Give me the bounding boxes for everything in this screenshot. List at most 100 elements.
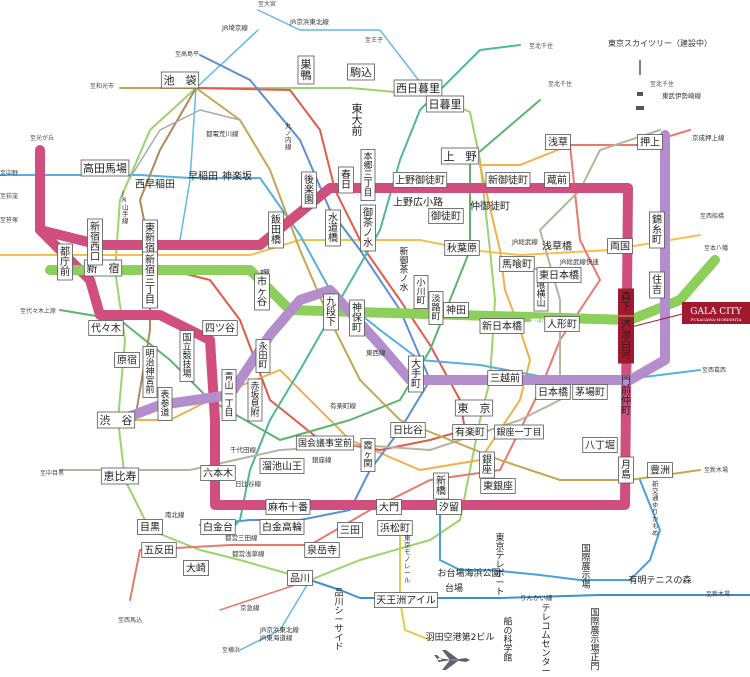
station-tokyo[interactable]: 東 京 — [454, 399, 494, 417]
station-kokusaitenjijoseimon[interactable]: 国際展示場正門 — [590, 608, 599, 673]
station-ebisu[interactable]: 恵比寿 — [100, 467, 140, 485]
station-shinagawaseaside[interactable]: 品川シーサイド — [334, 588, 343, 653]
station-kayabacho[interactable]: 茅場町 — [572, 384, 608, 400]
station-shiodome[interactable]: 汐留 — [436, 499, 462, 515]
station-awajicho[interactable]: 淡路町 — [428, 291, 444, 325]
station-ikebukuro[interactable]: 池 袋 — [160, 71, 200, 89]
station-uenookachimachi[interactable]: 上野御徒町 — [392, 172, 448, 188]
station-morishita[interactable]: 森下 — [618, 288, 634, 316]
station-ueno[interactable]: 上 野 — [440, 147, 480, 165]
station-kasumigaseki[interactable]: 霞ヶ関 — [360, 438, 376, 472]
station-otemachi[interactable]: 大手町 — [408, 355, 424, 393]
station-shinjukunishiguchi[interactable]: 新宿西口 — [87, 218, 103, 266]
station-ochanomizu[interactable]: 御茶ノ水 — [360, 204, 376, 252]
station-nishiwaseda[interactable]: 西早稲田 — [135, 179, 175, 191]
station-suidobashi[interactable]: 水道橋 — [325, 209, 341, 247]
station-ningyocho[interactable]: 人形町 — [544, 316, 580, 332]
station-shinjukusanchome[interactable]: 新宿三丁目 — [142, 251, 158, 309]
station-nihombashi[interactable]: 日本橋 — [535, 384, 571, 400]
station-higashiginza[interactable]: 東銀座 — [480, 478, 516, 494]
station-monzennakacho[interactable]: 門前仲町 — [621, 375, 631, 417]
station-toyosu[interactable]: 豊洲 — [647, 462, 673, 478]
station-tameikesanno[interactable]: 溜池山王 — [259, 458, 305, 474]
station-hamamatsucho[interactable]: 浜松町 — [377, 520, 413, 536]
station-ginza[interactable]: 銀座 — [479, 451, 495, 479]
station-telecomcenter[interactable]: テレコムセンター — [541, 603, 550, 677]
station-funenokagakukan[interactable]: 船の科学館 — [503, 616, 512, 664]
station-shinagawa[interactable]: 品川 — [287, 570, 313, 586]
station-shinokachimachi[interactable]: 新御徒町 — [485, 172, 531, 188]
station-sumiyoshi[interactable]: 住吉 — [649, 271, 665, 299]
station-waseda[interactable]: 早稲田 — [188, 171, 218, 183]
station-kudanshita[interactable]: 九段下 — [323, 293, 339, 331]
station-okachimachi[interactable]: 御徒町 — [428, 208, 464, 224]
station-kasuga[interactable]: 春日 — [338, 166, 354, 194]
station-tennozuisle[interactable]: 天王洲アイル — [374, 592, 438, 608]
station-tsukishima[interactable]: 月島 — [618, 456, 634, 484]
station-kuramae[interactable]: 蔵前 — [544, 172, 570, 188]
station-nishinippori[interactable]: 西日暮里 — [393, 79, 443, 97]
station-jimbocho[interactable]: 神保町 — [349, 299, 365, 337]
station-roppongi[interactable]: 六本木 — [200, 465, 236, 481]
station-hongosanchome[interactable]: 本郷三丁目 — [360, 149, 376, 201]
station-shinnihombashi[interactable]: 新日本橋 — [479, 318, 525, 334]
station-osaki[interactable]: 大崎 — [183, 560, 209, 576]
station-yurakucho[interactable]: 有楽町 — [452, 424, 488, 440]
station-daimon[interactable]: 大門 — [376, 499, 402, 515]
station-kagurazaka[interactable]: 神楽坂 — [222, 170, 252, 183]
station-hibiya[interactable]: 日比谷 — [390, 422, 426, 438]
station-oshiage[interactable]: 押上 — [637, 134, 663, 150]
station-daiba[interactable]: 台場 — [445, 582, 463, 594]
station-meguro[interactable]: 目黒 — [137, 519, 163, 535]
station-ichigaya[interactable]: 市ヶ谷 — [254, 273, 270, 311]
station-sugamo[interactable]: 巣鴨 — [297, 55, 315, 85]
station-shimbashi[interactable]: 新橋 — [433, 472, 449, 500]
station-sengakuji[interactable]: 泉岳寺 — [304, 542, 340, 558]
station-nagatacho[interactable]: 永田町 — [255, 339, 271, 373]
station-korakuen[interactable]: 後楽園 — [301, 171, 317, 209]
station-harajuku[interactable]: 原宿 — [114, 352, 140, 368]
station-iidabashi[interactable]: 飯田橋 — [268, 211, 284, 249]
gala-city-callout[interactable]: GALA CITY FUKAGAWA-MORISHITA — [624, 302, 750, 331]
station-azabujuban[interactable]: 麻布十番 — [265, 499, 311, 515]
station-nippori[interactable]: 日暮里 — [425, 95, 465, 113]
station-kinshicho[interactable]: 錦糸町 — [649, 211, 665, 249]
station-kokusaitenjijo[interactable]: 国際展示場 — [581, 544, 590, 591]
station-shirokanedai[interactable]: 白金台 — [200, 519, 236, 535]
station-mita[interactable]: 三田 — [337, 522, 363, 538]
station-yoyogi[interactable]: 代々木 — [88, 320, 124, 336]
station-kanda[interactable]: 神田 — [443, 302, 469, 318]
station-ginzaitchome[interactable]: 銀座一丁目 — [494, 424, 544, 440]
station-nakaokachimachi[interactable]: 仲御徒町 — [470, 200, 510, 213]
station-komagome[interactable]: 駒込 — [347, 63, 375, 81]
station-kokuritsukyogijo[interactable]: 国立競技場 — [179, 330, 195, 382]
station-tochomae[interactable]: 都庁前 — [57, 243, 73, 281]
station-akasakamitsuke[interactable]: 赤坂見附 — [247, 378, 263, 422]
station-akihabara[interactable]: 秋葉原 — [444, 240, 480, 256]
station-gotanda[interactable]: 五反田 — [141, 542, 177, 558]
station-kiyosumishirakawa[interactable]: 清澄白河 — [618, 316, 634, 364]
station-bakurocho[interactable]: 馬喰町 — [499, 256, 535, 272]
station-higashinihombashi[interactable]: 東日本橋 — [536, 267, 582, 283]
station-omotesando[interactable]: 表参道 — [157, 387, 173, 421]
station-shinochanomizu[interactable]: 新御茶ノ水 — [399, 246, 408, 294]
station-yotsuya[interactable]: 四ツ谷 — [202, 320, 238, 336]
station-todaimae[interactable]: 東大前 — [352, 103, 363, 138]
station-asakusabashi[interactable]: 浅草橋 — [542, 240, 572, 253]
station-ogawamachi[interactable]: 小川町 — [413, 275, 429, 309]
station-mitsukoshimae[interactable]: 三越前 — [487, 370, 523, 386]
station-takadanobaba[interactable]: 高田馬場 — [80, 159, 130, 177]
station-aoyamaitchome[interactable]: 青山一丁目 — [221, 369, 237, 421]
station-shibuya[interactable]: 渋 谷 — [96, 411, 136, 429]
station-tokyoteleport[interactable]: 東京テレポート — [495, 532, 504, 598]
station-shirokanetakanawa[interactable]: 白金高輪 — [259, 519, 305, 535]
station-asakusa[interactable]: 浅草 — [545, 134, 571, 150]
station-kokkaigijidomae[interactable]: 国会議事堂前 — [295, 435, 355, 451]
station-higashishinjuku[interactable]: 東新宿 — [142, 219, 158, 257]
station-hanedakuko2[interactable]: 羽田空港第2ビル — [426, 631, 495, 643]
station-uenohirokoji[interactable]: 上野広小路 — [393, 196, 443, 209]
station-odaibakaihinkoen[interactable]: お台場海浜公園 — [437, 567, 500, 579]
station-hatchobori[interactable]: 八丁堀 — [582, 437, 618, 453]
station-meijijingumae[interactable]: 明治神宮前 — [142, 346, 158, 398]
station-ariaketennisnomori[interactable]: 有明テニスの森 — [628, 574, 691, 586]
